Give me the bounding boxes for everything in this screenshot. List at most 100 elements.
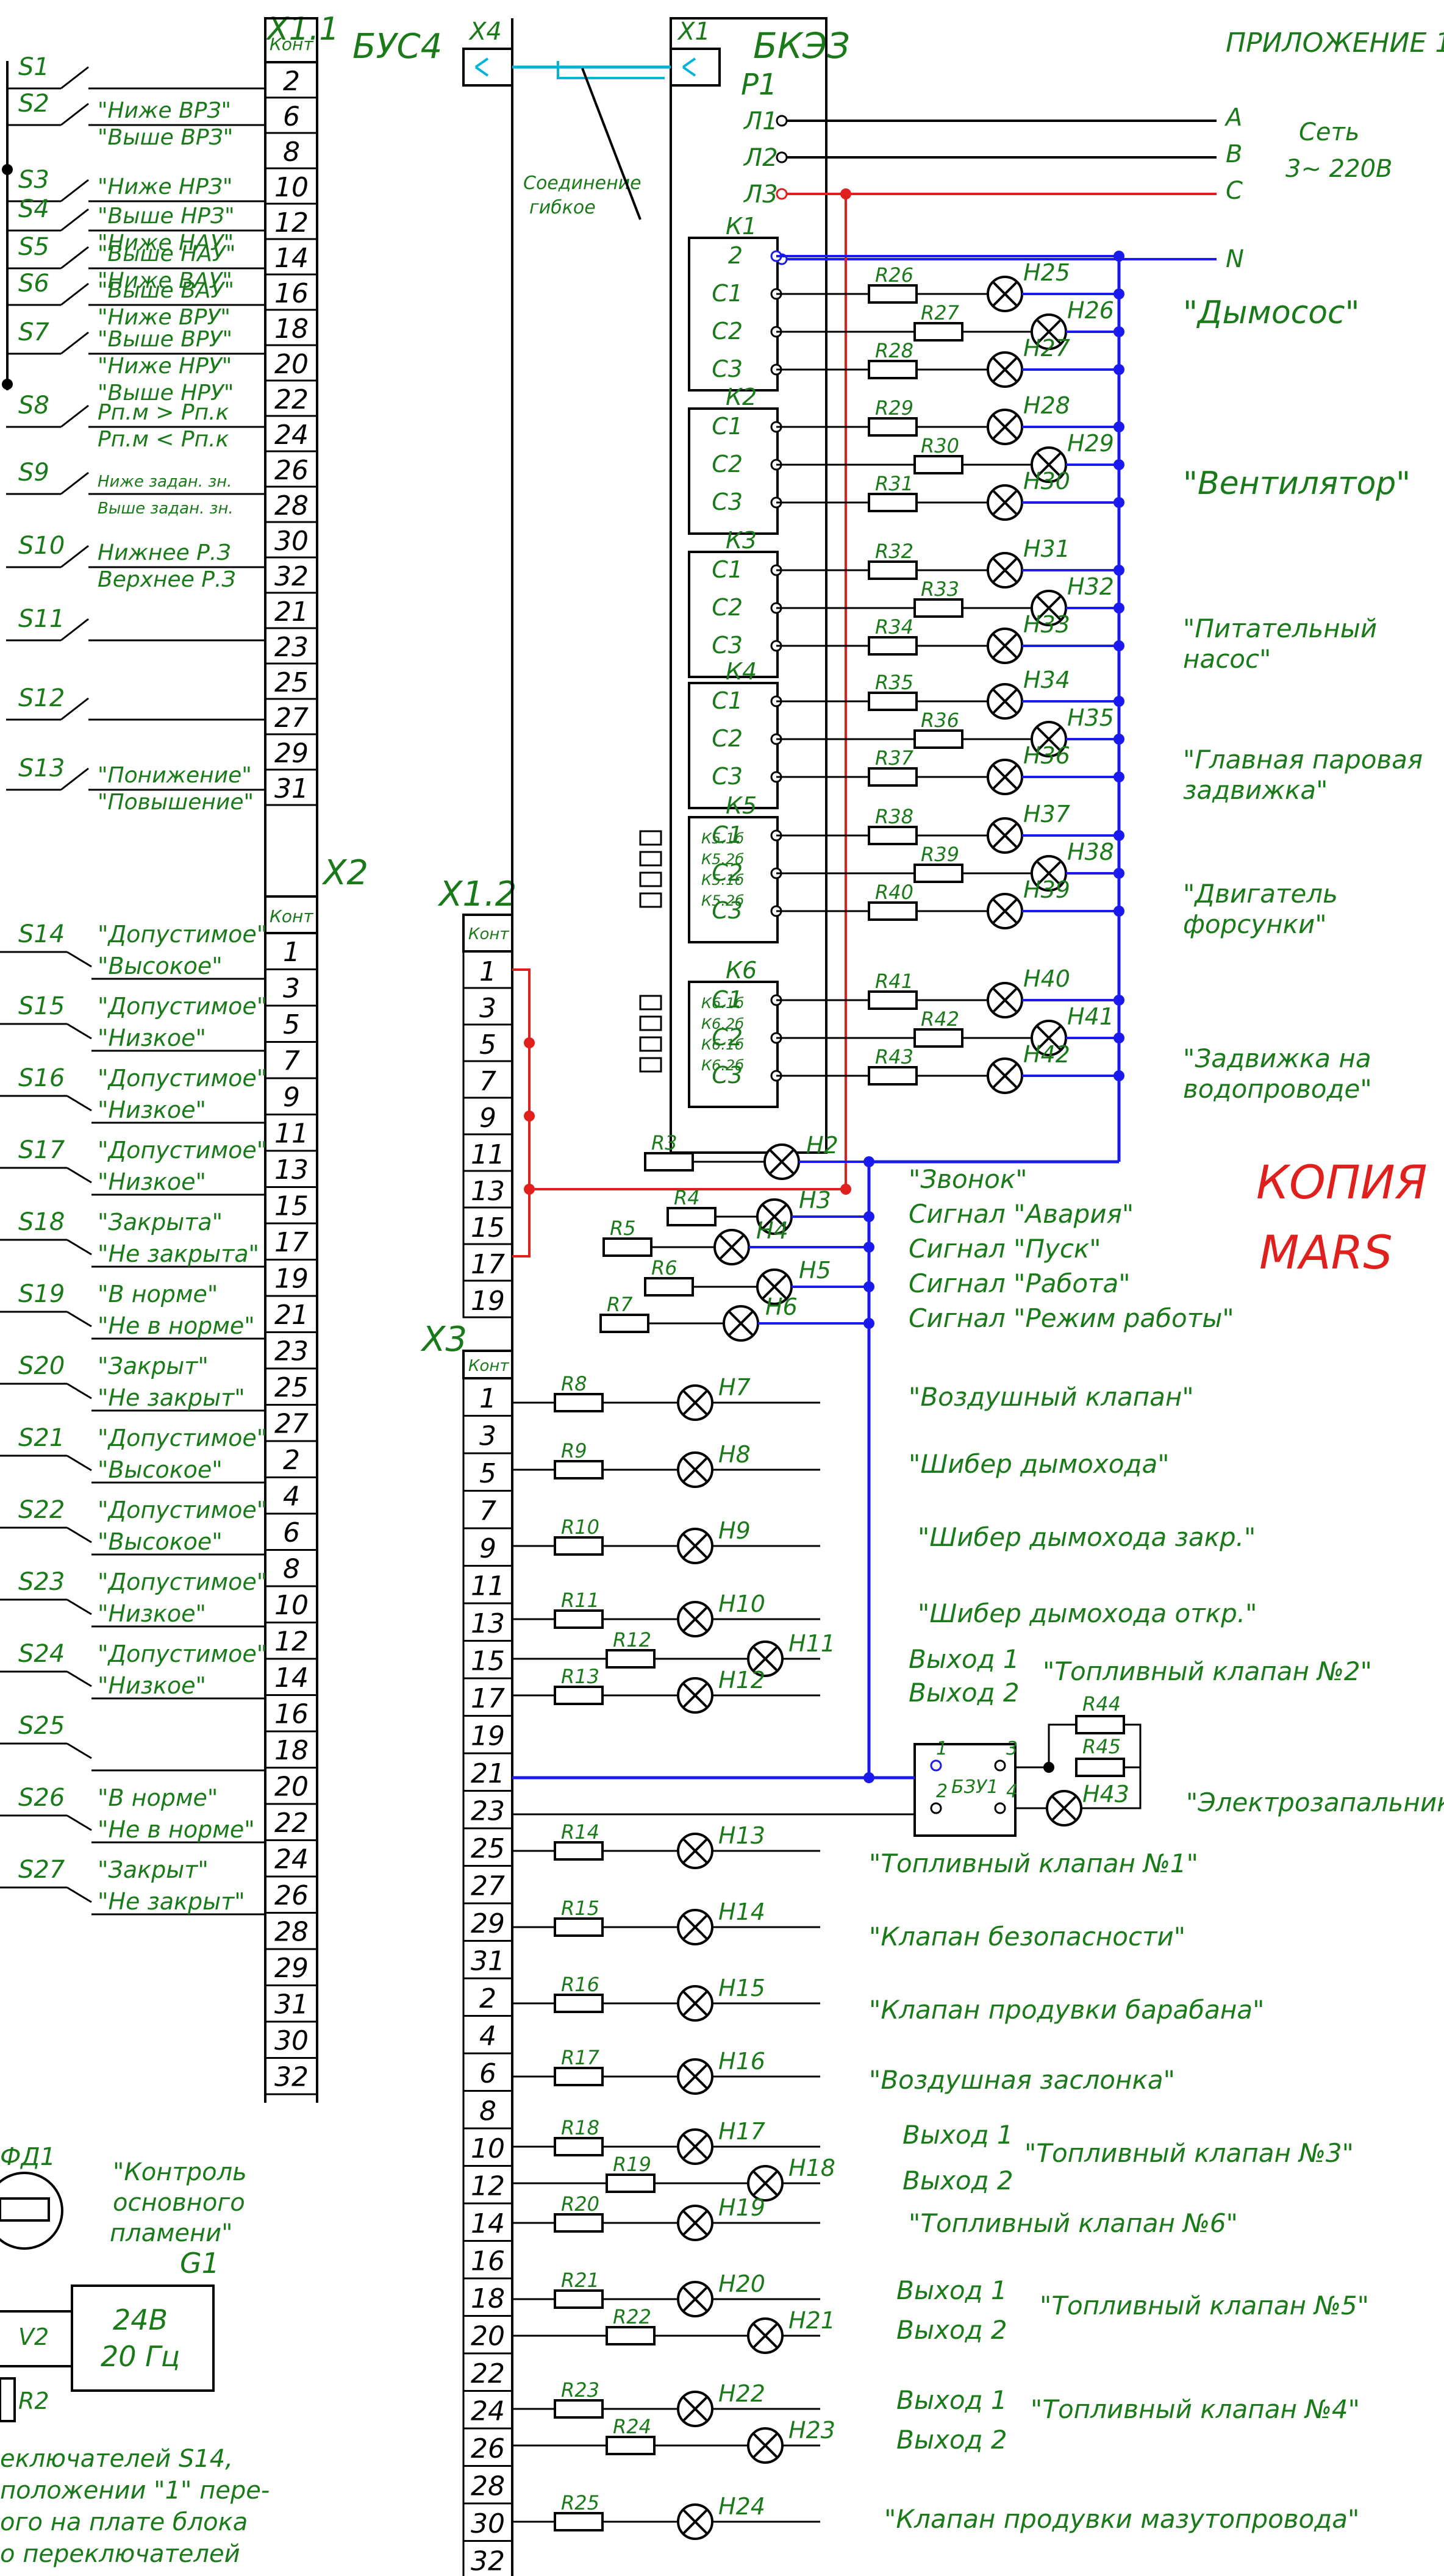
x3-pin-24: 24	[471, 2396, 505, 2427]
switch-label: "Допустимое"	[98, 921, 267, 948]
junction-dot	[2, 164, 13, 175]
lamp-H34-icon-cross	[992, 688, 1018, 715]
switch-label: "Не закрыт"	[98, 1888, 245, 1915]
x2-pin-31: 31	[274, 1989, 309, 2020]
resistor-R43	[868, 1066, 918, 1086]
switch-S16: S16	[18, 1064, 65, 1092]
lamp-label: H17	[718, 2118, 765, 2145]
resistor-label: R40	[875, 881, 913, 904]
switch-S14: S14	[18, 920, 65, 948]
x11-pin-8: 8	[283, 137, 300, 168]
x2-pin-32: 32	[274, 2062, 309, 2093]
resistor-R8	[554, 1393, 604, 1412]
resistor-label: R22	[613, 2305, 651, 2328]
flex-joint-label: Соединение	[523, 173, 642, 194]
switch-blade	[66, 1167, 92, 1184]
lamp-label: H40	[1023, 965, 1070, 992]
resistor-label: R41	[875, 970, 913, 993]
load-label: Выход 1	[909, 1644, 1020, 1674]
relay-pin: С2	[712, 451, 743, 478]
x11-pin-12: 12	[274, 207, 309, 238]
lamp-label: H34	[1023, 667, 1070, 693]
signal-label: Сигнал "Режим работы"	[909, 1303, 1234, 1333]
relay-pin: С3	[712, 356, 743, 382]
resistor-R33	[913, 598, 963, 618]
x2-pin-22: 22	[274, 1808, 309, 1839]
bzu-pin: 4	[1006, 1781, 1018, 1802]
x2-pin-28: 28	[274, 1917, 309, 1948]
relay-function: водопроводе"	[1183, 1074, 1372, 1104]
switch-label: "Высокое"	[98, 1456, 223, 1483]
x3-pin-17: 17	[471, 1683, 505, 1714]
resistor-R25	[554, 2512, 604, 2531]
flame-label: основного	[113, 2189, 245, 2217]
resistor-label: R37	[875, 746, 914, 770]
junction-dot	[1113, 251, 1124, 262]
flame-label: "Контроль	[113, 2158, 247, 2186]
relay-pin: С1	[712, 821, 743, 848]
switch-label: "Допустимое"	[98, 993, 267, 1020]
bzu-pin: 1	[936, 1738, 948, 1759]
lamp-H23-icon-cross	[752, 2432, 779, 2459]
x2-pin-23: 23	[274, 1336, 309, 1367]
lamp-label: H14	[718, 1898, 765, 1925]
lamp-label: H39	[1023, 876, 1070, 903]
relay-function: "Главная паровая	[1183, 745, 1423, 775]
relay-pin: С3	[712, 488, 743, 515]
resistor-label: R20	[561, 2192, 599, 2216]
lamp-label: H28	[1023, 392, 1070, 419]
switch-label: Рп.м > Рп.к	[98, 400, 229, 425]
resistor-R45	[1075, 1758, 1125, 1777]
x3-pin-9: 9	[479, 1533, 496, 1564]
switch-blade	[60, 404, 89, 428]
lamp-H33-icon-cross	[992, 632, 1018, 659]
load-label: Выход 2	[896, 2425, 1007, 2455]
switch-label: "Ниже НРУ"	[98, 354, 232, 379]
switch-label: "В норме"	[98, 1281, 218, 1308]
bzu-terminal	[994, 1759, 1006, 1772]
switch-label: "Допустимое"	[98, 1497, 267, 1523]
x3-pin-13: 13	[471, 1608, 505, 1639]
lamp-H7-icon-cross	[682, 1389, 709, 1416]
x11-pin-18: 18	[274, 313, 309, 345]
x11-pin-32: 32	[274, 561, 309, 592]
flame-label: пламени"	[110, 2219, 233, 2247]
sub-contact-label: К5.1б	[701, 871, 744, 889]
x3-pin-32: 32	[471, 2546, 505, 2576]
x12-pin-5: 5	[479, 1029, 496, 1061]
relay-К6	[688, 981, 779, 1108]
lamp-H28-icon-cross	[992, 413, 1018, 440]
switch-blade	[60, 66, 89, 90]
resistor-label: R13	[561, 1665, 599, 1688]
switch-blade	[66, 1383, 92, 1400]
signal-label: Сигнал "Работа"	[909, 1268, 1131, 1298]
switch-label: "Ниже ВАУ"	[98, 268, 232, 293]
x4-connector	[462, 48, 513, 87]
sub-contact	[639, 1057, 662, 1073]
resistor-label: R5	[610, 1217, 636, 1240]
resistor-label: R33	[921, 578, 959, 601]
junction-dot	[524, 1037, 535, 1048]
lamp-label: H19	[718, 2194, 765, 2221]
sub-contact-label: К6.1б	[701, 995, 744, 1012]
x2-pin-25: 25	[274, 1372, 309, 1403]
switch-S9: S9	[18, 459, 49, 487]
switch-label: Выше задан. зн.	[98, 499, 234, 518]
switch-label: "Высокое"	[98, 953, 223, 979]
load-label: "Топливный клапан №3"	[1024, 2138, 1354, 2168]
lamp-label: H5	[799, 1257, 831, 1284]
x12-pin-13: 13	[471, 1176, 505, 1207]
switch-S5: S5	[18, 233, 49, 261]
phase-label: Л1	[743, 107, 778, 135]
switch-label: "Низкое"	[98, 1168, 206, 1195]
switch-label: "Закрыт"	[98, 1353, 209, 1379]
resistor-R11	[554, 1609, 604, 1629]
x12-pin-1: 1	[479, 956, 496, 987]
sub-contact-label: К6.2б	[701, 1057, 744, 1074]
switch-label: "Высокое"	[98, 1528, 223, 1555]
resistor-R9	[554, 1460, 604, 1479]
junction-dot	[524, 1111, 535, 1122]
buc4-label: БУС4	[352, 27, 442, 66]
relay-К5	[688, 816, 779, 943]
x3-pin-6: 6	[479, 2058, 496, 2089]
